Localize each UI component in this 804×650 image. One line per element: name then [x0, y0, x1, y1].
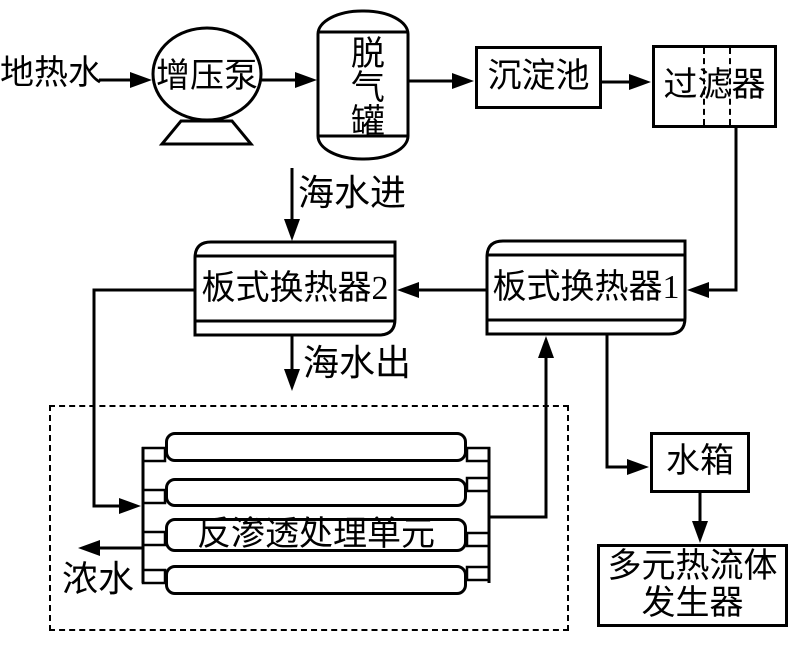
seawater-out-label: 海水出 [303, 342, 412, 383]
filter-label: 过滤器 [663, 67, 766, 105]
water-tank-box [650, 432, 750, 493]
ro-membrane-vessel [165, 478, 467, 507]
geothermal-water-label: 地热水 [0, 54, 102, 92]
water-tank-label: 水箱 [666, 443, 734, 481]
arrowhead-icon [397, 282, 419, 298]
arrowhead-icon [130, 72, 152, 88]
ro-right-stub [465, 446, 491, 463]
seawater-in-label: 海水进 [298, 172, 407, 213]
filter-box [652, 45, 777, 128]
ro-right-stub [465, 476, 491, 493]
flow-line-ro-to-hx1 [489, 354, 548, 519]
filter-inner-dashed-line [729, 48, 731, 125]
flow-line-hx1-to-watertank [605, 334, 630, 469]
generator-box [597, 544, 788, 627]
arrowhead-icon [627, 459, 649, 475]
arrowhead-icon [284, 219, 300, 241]
plate-hx2-shape [193, 240, 397, 337]
ro-system-boundary [49, 405, 569, 631]
flow-line-hx2-to-ro [92, 288, 195, 508]
arrowhead-icon [687, 282, 709, 298]
ro-right-stub [465, 565, 491, 582]
ro-membrane-vessel [165, 518, 467, 552]
ro-right-stub [465, 531, 491, 548]
arrowhead-icon [629, 74, 651, 90]
sedimentation-tank-box [475, 46, 602, 109]
generator-label-line1: 多元热流体 [607, 547, 778, 585]
generator-label-line2: 发生器 [641, 584, 744, 622]
booster-pump-label: 增压泵 [156, 57, 258, 95]
arrowhead-icon [692, 521, 708, 543]
filter-inner-dashed-line [703, 48, 705, 125]
ro-membrane-vessel [165, 565, 467, 595]
arrowhead-icon [452, 73, 474, 89]
arrowhead-icon [538, 336, 554, 358]
plate-hx1-label: 板式换热器1 [492, 268, 680, 306]
arrowhead-icon [78, 540, 100, 556]
degassing-tank-label: 脱气罐 [345, 35, 383, 137]
generator-label: 多元热流体 发生器 [597, 544, 788, 627]
concentrated-water-label: 浓水 [61, 558, 134, 599]
pump-base-icon [158, 119, 255, 146]
ro-membrane-vessel [165, 432, 467, 462]
plate-hx2-label: 板式换热器2 [201, 269, 389, 307]
arrowhead-icon [295, 72, 317, 88]
degassing-tank-shape [316, 9, 410, 161]
plate-hx1-shape [485, 239, 687, 336]
flow-line-filter-to-hx1 [706, 128, 738, 292]
ro-unit-label: 反渗透处理单元 [197, 515, 435, 553]
sedimentation-tank-label: 沉淀池 [487, 58, 590, 96]
arrowhead-icon [284, 369, 300, 391]
arrowhead-icon [119, 498, 141, 514]
